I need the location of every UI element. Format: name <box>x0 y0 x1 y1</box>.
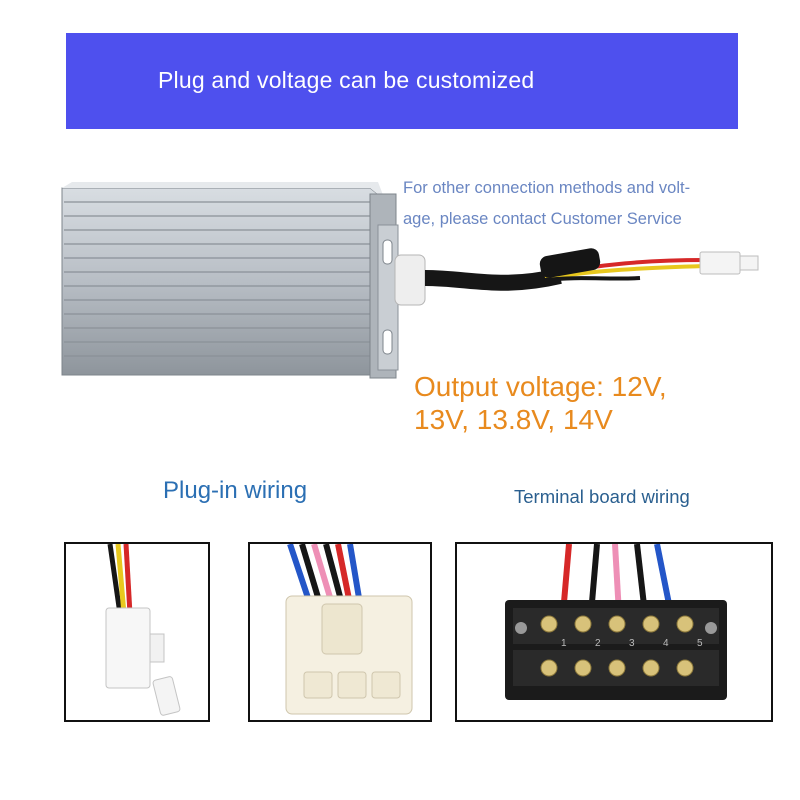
output-voltage-line-2: 13V, 13.8V, 14V <box>414 404 613 435</box>
contact-note: For other connection methods and volt- a… <box>403 173 743 235</box>
plugin-wiring-label: Plug-in wiring <box>163 477 308 504</box>
banner: Plug and voltage can be customized <box>66 33 738 129</box>
output-voltage-line-1: Output voltage: 12V, <box>414 371 667 402</box>
contact-note-line-2: age, please contact Customer Service <box>403 210 682 228</box>
terminal-number-2: 2 <box>595 638 601 649</box>
plugin-6pin-photo <box>248 542 432 722</box>
terminal-number-4: 4 <box>663 638 669 649</box>
terminal-number-1: 1 <box>561 638 567 649</box>
plugin-3pin-photo <box>64 542 210 722</box>
banner-title: Plug and voltage can be customized <box>158 67 535 93</box>
contact-note-line-1: For other connection methods and volt- <box>403 179 691 197</box>
output-voltage: Output voltage: 12V, 13V, 13.8V, 14V <box>414 370 754 436</box>
terminal-number-5: 5 <box>697 638 703 649</box>
terminal-wiring-label: Terminal board wiring <box>514 486 690 507</box>
terminal-board-photo: 1 2 3 4 5 <box>455 542 773 722</box>
converter-product-image <box>61 182 759 379</box>
terminal-number-3: 3 <box>629 638 635 649</box>
